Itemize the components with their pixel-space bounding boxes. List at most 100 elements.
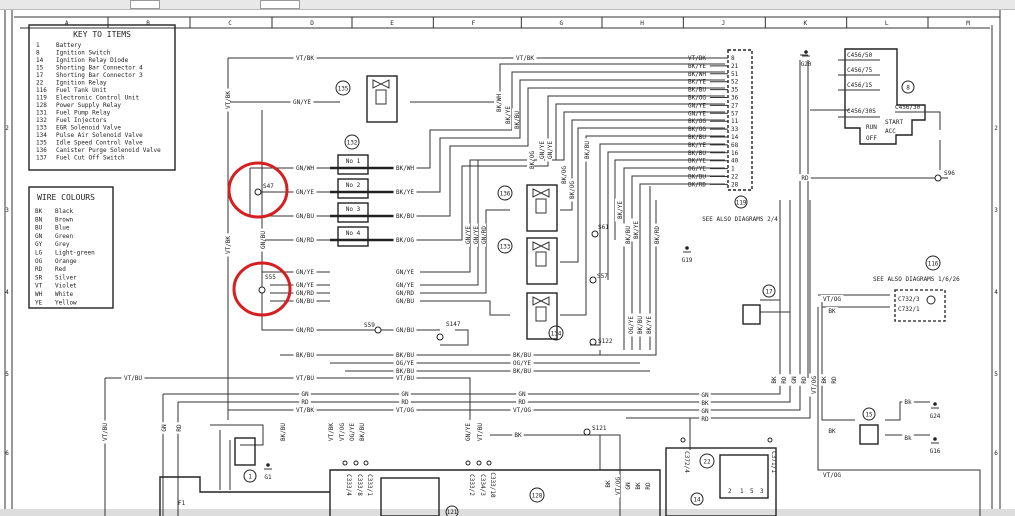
connector-label: C732/1 bbox=[898, 306, 920, 313]
relay-pin: 2 bbox=[728, 488, 732, 495]
injector-label: No 2 bbox=[346, 182, 361, 189]
wire-colour-code: WH bbox=[35, 291, 43, 298]
injector-3[interactable]: No 3 bbox=[330, 202, 395, 223]
ecu-pin-wire: BK/BU bbox=[688, 150, 706, 157]
wire-label: RD bbox=[701, 416, 709, 423]
connector-pin-icon bbox=[486, 460, 492, 466]
splice-s147 bbox=[436, 333, 444, 341]
valve-134[interactable]: 134 bbox=[526, 292, 564, 341]
viewer-toolbar bbox=[0, 0, 1015, 10]
wires bbox=[104, 54, 981, 516]
wire-label: GN/YE bbox=[396, 282, 414, 289]
wire-label: GN/RD bbox=[296, 290, 314, 297]
component-id: 128 bbox=[532, 493, 543, 500]
terminal-label: C456/75 bbox=[847, 67, 873, 74]
column-letter: L bbox=[885, 20, 889, 27]
ecu-pin-number: 27 bbox=[731, 102, 739, 109]
wire-colour-code: GY bbox=[35, 241, 43, 248]
relay-pin: 5 bbox=[750, 488, 754, 495]
injector-4[interactable]: No 4 bbox=[330, 226, 395, 247]
column-letter: G bbox=[560, 20, 564, 27]
key-item-number: 133 bbox=[36, 125, 47, 132]
ecu-pin-number: 68 bbox=[731, 142, 739, 149]
wire-label: VT/BU bbox=[477, 423, 484, 441]
page-field[interactable] bbox=[260, 0, 300, 9]
splice-label: S57 bbox=[597, 273, 608, 280]
injector-2[interactable]: No 2 bbox=[330, 178, 395, 199]
wire-colour-code: YE bbox=[35, 299, 43, 306]
ecu-pin-wire: BK/BU bbox=[688, 134, 706, 141]
fuel-tank-unit-116[interactable]: 116 SEE ALSO DIAGRAMS 1/6/26 C732/3 C732… bbox=[873, 255, 960, 322]
battery-1[interactable]: 1 F1 bbox=[159, 424, 330, 516]
component-id: 17 bbox=[765, 289, 773, 296]
terminal-label: C456/30S bbox=[847, 108, 876, 115]
splice-s57 bbox=[589, 276, 597, 284]
wire-label: GN/BU bbox=[396, 298, 414, 305]
wire-colour-name: Silver bbox=[55, 274, 77, 281]
ecu-pin-wire: BK/YE bbox=[688, 79, 706, 86]
injector-1[interactable]: No 1 bbox=[330, 154, 395, 175]
key-item-name: EGR Solenoid Valve bbox=[56, 125, 121, 132]
fuel-injectors-132[interactable]: 132 No 1No 2No 3No 4 bbox=[330, 134, 395, 247]
wire-label: GN/RD bbox=[296, 237, 314, 244]
ground-icon bbox=[685, 246, 689, 250]
ignition-switch-8[interactable]: 8 C456/50 C456/75 C456/15 C456/30S C456/… bbox=[838, 48, 941, 145]
valve-135[interactable]: 135 bbox=[335, 75, 398, 123]
key-item-name: Ignition Relay bbox=[56, 80, 107, 87]
ecu-pin-number: 28 bbox=[731, 181, 739, 188]
ground-label: G1 bbox=[264, 474, 272, 481]
wire-colour-code: SR bbox=[35, 274, 43, 281]
key-item-number: 14 bbox=[36, 57, 44, 64]
injector-label: No 4 bbox=[346, 230, 361, 237]
power-supply-relay-128[interactable]: 128 121 bbox=[329, 469, 661, 516]
zoom-field[interactable] bbox=[130, 0, 160, 9]
key-item-name: Fuel Tank Unit bbox=[56, 87, 107, 94]
valve-133[interactable]: 133 bbox=[497, 237, 558, 285]
ecu-pin-wire: BK/YE bbox=[688, 142, 706, 149]
key-item-name: Canister Purge Solenoid Valve bbox=[56, 147, 161, 154]
ecu-pin-wire: BK/BU bbox=[688, 174, 706, 181]
wire-colour-code: GN bbox=[35, 233, 43, 240]
wire-colour-code: LG bbox=[35, 250, 43, 257]
ground-icon bbox=[933, 437, 937, 441]
wire-colour-code: BU bbox=[35, 225, 43, 232]
ignition-relay-22[interactable]: 22 14 2 1 5 3 bbox=[665, 447, 777, 516]
ecu-pin-wire: BK/WH bbox=[688, 71, 706, 78]
wire-label: BK bbox=[635, 482, 642, 490]
wire-label: GN/YE bbox=[293, 99, 311, 106]
wire-label: GN/YE bbox=[473, 226, 480, 244]
position-off: OFF bbox=[866, 135, 877, 142]
key-item-number: 137 bbox=[36, 155, 47, 162]
shorting-bar-15[interactable]: 15 bbox=[859, 407, 879, 445]
connector-label: C732/3 bbox=[898, 296, 920, 303]
ecu-pin-wire: OG/YE bbox=[688, 166, 706, 173]
wire-label: VT/OG bbox=[339, 423, 346, 441]
wire-colour-name: Green bbox=[55, 233, 73, 240]
wire-label: VT/BK bbox=[296, 407, 314, 414]
wire-label: BK/YE bbox=[396, 189, 414, 196]
valve-136[interactable]: 136 bbox=[497, 184, 558, 232]
row-number: 6 bbox=[994, 450, 998, 457]
connector-label: C334/3 bbox=[479, 474, 486, 496]
ground-icon bbox=[266, 463, 270, 467]
wire-label: BK/BU bbox=[396, 368, 414, 375]
wire-colour-name: Yellow bbox=[55, 299, 77, 306]
wire-label: BK bbox=[605, 480, 612, 488]
wire-label: GN/YE bbox=[396, 269, 414, 276]
wire-label: GN/WH bbox=[296, 165, 314, 172]
wire-colour-name: Brown bbox=[55, 216, 73, 223]
shorting-bar-17[interactable]: 17 bbox=[742, 284, 776, 325]
key-title: KEY TO ITEMS bbox=[73, 30, 131, 39]
component-id: 116 bbox=[928, 261, 939, 268]
connector-pin-icon bbox=[767, 437, 773, 443]
wire-label: VT/BK bbox=[516, 55, 534, 62]
wire-label: OG/YE bbox=[628, 316, 635, 334]
wire-label: RD bbox=[176, 424, 183, 432]
ecu-pin-number: 40 bbox=[731, 158, 739, 165]
position-start: START bbox=[885, 119, 903, 126]
ecu-pin-wire: BK/YE bbox=[688, 63, 706, 70]
wire-label: VT/BU bbox=[396, 375, 414, 382]
wire-label: VT/BK bbox=[328, 423, 335, 441]
component-id: 134 bbox=[551, 331, 562, 338]
